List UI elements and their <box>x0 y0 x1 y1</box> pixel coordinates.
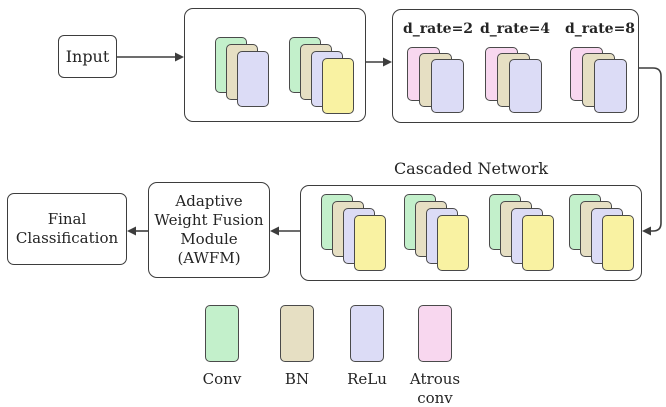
arrowhead-right-1 <box>175 52 184 62</box>
lavender-card <box>237 51 269 107</box>
arrowhead-left-1 <box>642 226 651 236</box>
input-label: Input <box>65 47 110 66</box>
cascaded-network-title: Cascaded Network <box>393 159 549 178</box>
cascaded-network-box <box>300 185 642 281</box>
connector-drate-to-cascaded <box>639 67 662 232</box>
drate-label-4: d_rate=4 <box>479 21 551 37</box>
legend-label-relu: ReLu <box>347 370 387 388</box>
feature-stack-1 <box>215 37 269 107</box>
drate-label-2: d_rate=2 <box>402 21 474 37</box>
yellow-card <box>437 215 469 271</box>
yellow-card <box>602 215 634 271</box>
awfm-line-4: (AWFM) <box>177 249 241 268</box>
drate-label-8: d_rate=8 <box>564 21 636 37</box>
final-line-2: Classification <box>15 229 119 247</box>
arrowhead-left-2 <box>270 226 279 236</box>
yellow-card <box>522 215 554 271</box>
final-line-1: Final <box>47 209 87 228</box>
cascaded-stack-2 <box>404 194 469 271</box>
legend-item-bn: BN <box>257 305 337 389</box>
feature-extraction-box <box>184 8 366 122</box>
awfm-line-1: Adaptive <box>175 191 243 210</box>
bn-swatch <box>280 305 314 362</box>
awfm-line-3: Module <box>180 230 238 248</box>
lavender-card <box>594 59 627 113</box>
drate-stack-1 <box>407 47 464 113</box>
legend-item-atrous-conv: Atrous conv <box>395 305 475 407</box>
final-classification-node: Final Classification <box>7 193 127 265</box>
atrous-conv-swatch <box>418 305 452 362</box>
legend-label-conv: Conv <box>202 370 242 388</box>
awfm-node: Adaptive Weight Fusion Module (AWFM) <box>148 182 270 278</box>
feature-stack-2 <box>289 37 354 114</box>
cascaded-stack-3 <box>489 194 554 271</box>
cascaded-stack-4 <box>569 194 634 271</box>
input-node: Input <box>58 35 117 78</box>
arrowhead-left-3 <box>127 226 136 236</box>
legend-label-bn: BN <box>284 370 310 388</box>
drate-stack-2 <box>485 47 542 113</box>
drate-stack-3 <box>570 47 627 113</box>
lavender-card <box>431 59 464 113</box>
lavender-card <box>509 59 542 113</box>
legend-item-relu: ReLu <box>327 305 407 389</box>
legend-label-atrous-conv: Atrous conv <box>409 370 461 407</box>
conv-swatch <box>205 305 239 362</box>
yellow-card <box>322 58 354 114</box>
yellow-card <box>354 215 386 271</box>
legend-item-conv: Conv <box>182 305 262 389</box>
relu-swatch <box>350 305 384 362</box>
arrowhead-right-2 <box>383 57 392 67</box>
cascaded-stack-1 <box>321 194 386 271</box>
awfm-line-2: Weight Fusion <box>154 210 264 229</box>
dilation-rates-box: d_rate=2 d_rate=4 d_rate=8 <box>392 9 639 123</box>
